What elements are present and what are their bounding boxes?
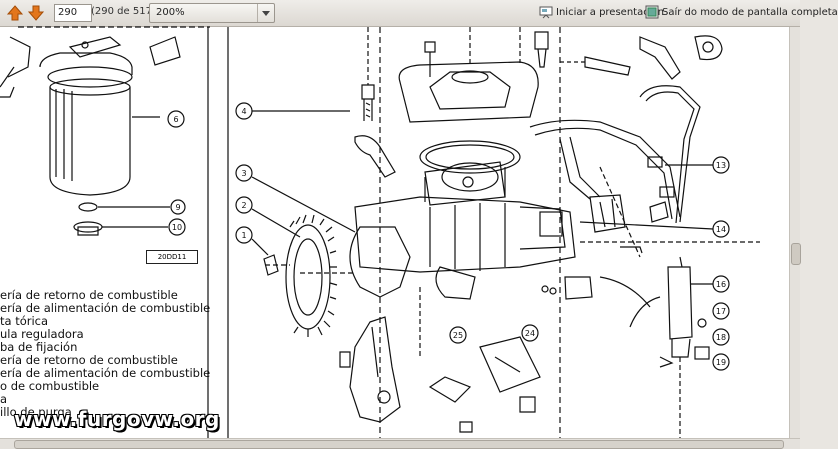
presentation-icon (539, 6, 553, 19)
legend-item: a (0, 392, 8, 406)
watermark: www.furgovw.org (14, 407, 220, 431)
legend-item: ería de retorno de combustible (0, 288, 178, 302)
callout-6: 6 (173, 115, 178, 124)
legend-item: ería de alimentación de combustible (0, 301, 211, 315)
fullscreen-icon (645, 5, 659, 19)
parts-legend: ería de retorno de combustible ería de a… (0, 289, 230, 419)
page-count: (290 de 517) (91, 6, 156, 17)
callout-10: 10 (172, 223, 182, 232)
legend-item: ta tórica (0, 314, 49, 328)
previous-page-button[interactable] (6, 4, 24, 22)
leave-fullscreen-button[interactable]: Saír do modo de pantalla completa (645, 5, 838, 19)
start-presentation-label: Iniciar a presentación (556, 6, 664, 18)
legend-item: ería de alimentación de combustible (0, 366, 211, 380)
callout-19: 19 (716, 358, 726, 367)
zoom-select[interactable]: 200% (149, 3, 275, 23)
callout-4: 4 (241, 107, 246, 116)
horizontal-scrollbar[interactable] (0, 438, 800, 449)
fuel-pump-diagram: 6 9 10 4 3 2 1 13 14 16 17 18 19 24 25 (0, 26, 760, 439)
legend-item: ba de fijación (0, 340, 78, 354)
figure-code: 20DD11 (146, 250, 198, 264)
legend-item: ería de retorno de combustible (0, 353, 178, 367)
horizontal-scroll-thumb[interactable] (14, 440, 784, 449)
callout-24: 24 (525, 329, 535, 338)
callout-25: 25 (453, 331, 463, 340)
chevron-down-icon (257, 4, 274, 22)
start-presentation-button[interactable]: Iniciar a presentación (539, 5, 664, 19)
callout-3: 3 (241, 169, 246, 178)
legend-item: ula reguladora (0, 327, 84, 341)
document-page: 6 9 10 4 3 2 1 13 14 16 17 18 19 24 25 2… (0, 26, 790, 439)
callout-16: 16 (716, 280, 726, 289)
callout-9: 9 (175, 203, 180, 212)
next-page-button[interactable] (27, 4, 45, 22)
callout-2: 2 (241, 201, 246, 210)
callout-17: 17 (716, 307, 726, 316)
leave-fullscreen-label: Saír do modo de pantalla completa (662, 6, 838, 18)
arrow-down-icon (27, 5, 45, 21)
callout-18: 18 (716, 333, 726, 342)
callout-14: 14 (716, 225, 726, 234)
callout-1: 1 (241, 231, 246, 240)
vertical-scrollbar[interactable] (789, 27, 801, 439)
vertical-scroll-thumb[interactable] (791, 243, 801, 265)
zoom-value: 200% (156, 7, 185, 18)
toolbar: 290 (290 de 517) 200% Iniciar a presenta… (0, 0, 838, 27)
arrow-up-icon (6, 5, 24, 21)
page-number-input[interactable]: 290 (54, 4, 92, 22)
callout-13: 13 (716, 161, 726, 170)
legend-item: illo de purga (0, 405, 72, 419)
legend-item: o de combustible (0, 379, 100, 393)
